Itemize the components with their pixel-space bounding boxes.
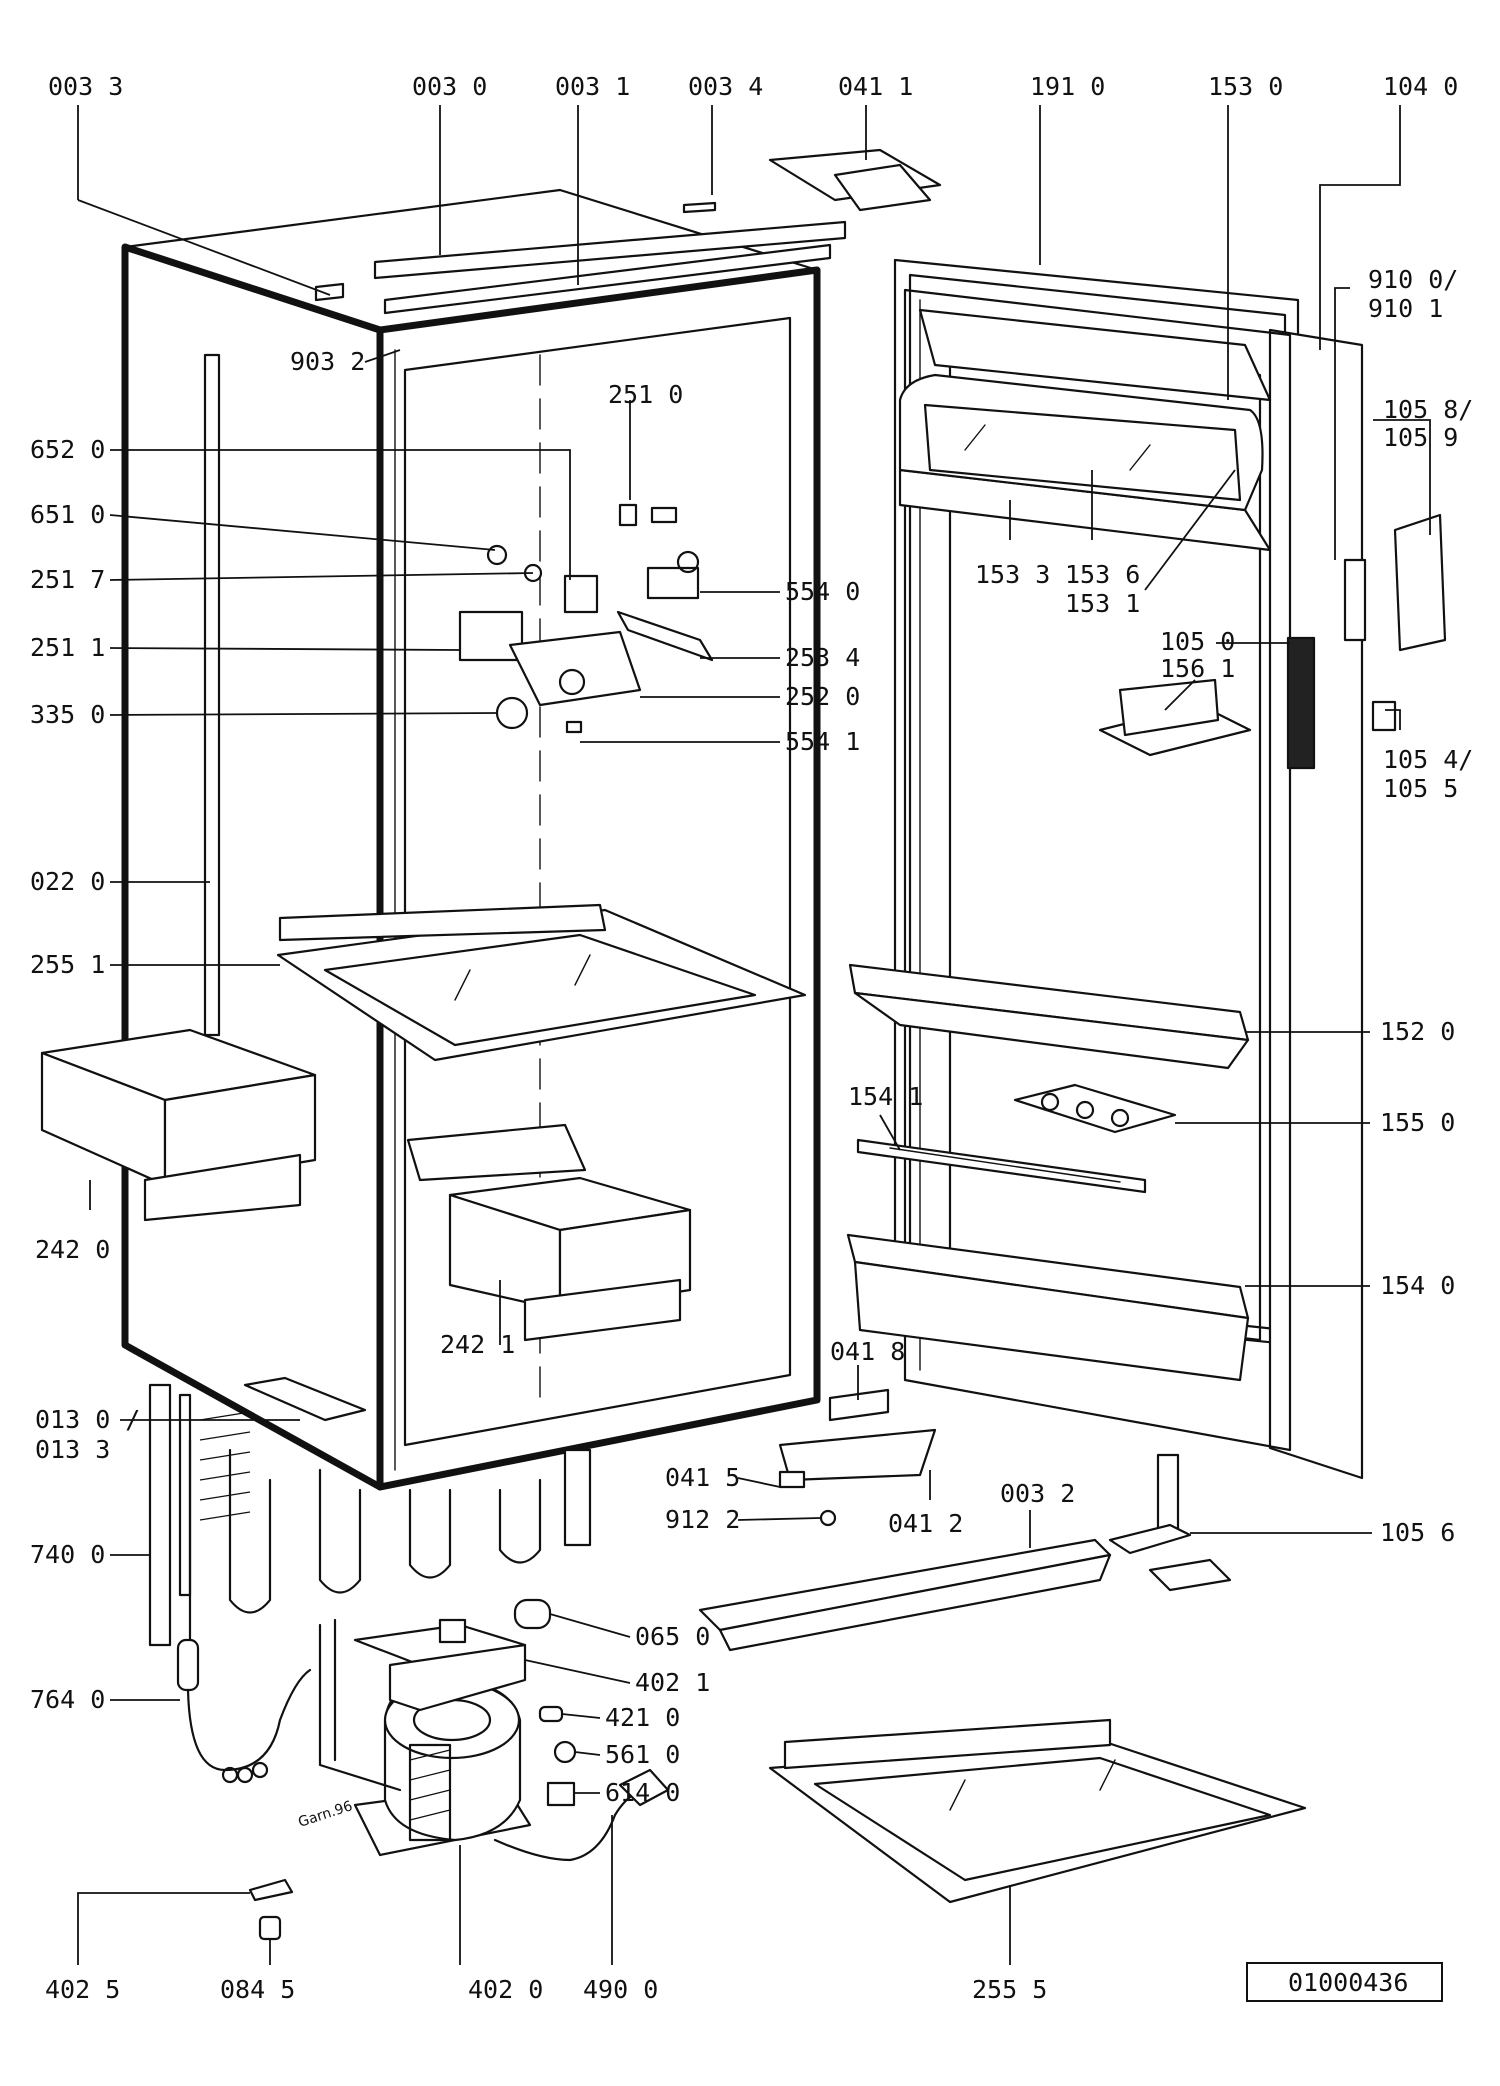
label-191-0: 191 0 <box>1030 72 1105 101</box>
label-251-0: 251 0 <box>608 380 683 409</box>
bottom-bracket <box>243 1376 367 1422</box>
label-402-0: 402 0 <box>468 1975 543 2004</box>
upper-hinge <box>768 148 942 212</box>
door-handle-strip <box>1286 636 1316 770</box>
document-id-box: 01000436 <box>1246 1962 1443 2002</box>
crisper-drawer-inner <box>406 1123 692 1342</box>
part-number-labels: 003 3 003 0 003 1 003 4 041 1 191 0 153 … <box>30 72 1473 2004</box>
label-065-0: 065 0 <box>635 1622 710 1651</box>
label-105-0: 105 0 <box>1160 627 1235 656</box>
label-903-2: 903 2 <box>290 347 365 376</box>
document-id: 01000436 <box>1288 1968 1408 1997</box>
small-fasteners <box>248 1878 294 1941</box>
label-041-5: 041 5 <box>665 1463 740 1492</box>
label-910-1: 910 1 <box>1368 294 1443 323</box>
power-cable-plug <box>493 1768 670 1862</box>
door-bottle-rack <box>856 1138 1147 1194</box>
door-dairy-compartment <box>898 308 1272 552</box>
label-105-4: 105 4/ <box>1383 745 1473 774</box>
label-003-3: 003 3 <box>48 72 123 101</box>
leader-lines <box>77 105 1431 1965</box>
label-154-1: 154 1 <box>848 1082 923 1111</box>
bottom-hinge-pin <box>1108 1453 1232 1592</box>
label-421-0: 421 0 <box>605 1703 680 1732</box>
label-251-7: 251 7 <box>30 565 105 594</box>
crisper-drawer-outer <box>40 1028 317 1222</box>
cabinet-body <box>121 188 821 1491</box>
label-335-0: 335 0 <box>30 700 105 729</box>
label-084-5: 084 5 <box>220 1975 295 2004</box>
label-153-6: 153 6 <box>1065 560 1140 589</box>
label-041-8: 041 8 <box>830 1337 905 1366</box>
glass-shelf-lower <box>768 1718 1307 1904</box>
condenser-coil <box>148 1383 592 1647</box>
label-152-0: 152 0 <box>1380 1017 1455 1046</box>
compressor-mount-bracket <box>353 1618 527 1712</box>
label-554-0: 554 0 <box>785 577 860 606</box>
label-153-1: 153 1 <box>1065 589 1140 618</box>
label-764-0: 764 0 <box>30 1685 105 1714</box>
label-013-0: 013 0 / <box>35 1405 140 1434</box>
left-side-rail <box>203 353 221 1037</box>
label-252-0: 252 0 <box>785 682 860 711</box>
label-651-0: 651 0 <box>30 500 105 529</box>
glass-shelf-upper <box>276 903 807 1062</box>
label-402-5: 402 5 <box>45 1975 120 2004</box>
label-402-1: 402 1 <box>635 1668 710 1697</box>
label-041-2: 041 2 <box>888 1509 963 1538</box>
label-003-2: 003 2 <box>1000 1479 1075 1508</box>
temperature-sensor-tube <box>176 1438 312 1784</box>
label-554-1: 554 1 <box>785 727 860 756</box>
label-153-0: 153 0 <box>1208 72 1283 101</box>
label-003-4: 003 4 <box>688 72 763 101</box>
label-105-8: 105 8/ <box>1383 395 1473 424</box>
cabinet-top-strips <box>314 201 847 315</box>
label-003-1: 003 1 <box>555 72 630 101</box>
label-154-0: 154 0 <box>1380 1271 1455 1300</box>
door-balcony-lower <box>846 1233 1250 1382</box>
label-105-9: 105 9 <box>1383 423 1458 452</box>
label-155-0: 155 0 <box>1380 1108 1455 1137</box>
label-740-0: 740 0 <box>30 1540 105 1569</box>
lower-hinge-assembly <box>778 1388 937 1527</box>
label-003-0: 003 0 <box>412 72 487 101</box>
label-652-0: 652 0 <box>30 435 105 464</box>
label-041-1: 041 1 <box>838 72 913 101</box>
label-104-0: 104 0 <box>1383 72 1458 101</box>
label-614-0: 614 0 <box>605 1778 680 1807</box>
label-156-1: 156 1 <box>1160 654 1235 683</box>
thermostat-assembly <box>458 503 714 734</box>
label-022-0: 022 0 <box>30 867 105 896</box>
butter-dish <box>1098 678 1252 757</box>
label-255-5: 255 5 <box>972 1975 1047 2004</box>
label-253-4: 253 4 <box>785 643 860 672</box>
door-hinge-small <box>1371 700 1397 732</box>
egg-tray <box>1013 1083 1177 1134</box>
label-013-3: 013 3 <box>35 1435 110 1464</box>
door-balcony-upper <box>848 963 1250 1070</box>
label-561-0: 561 0 <box>605 1740 680 1769</box>
door-hinge-upper <box>1343 513 1447 652</box>
label-105-5: 105 5 <box>1383 774 1458 803</box>
label-242-0: 242 0 <box>35 1235 110 1264</box>
base-plinth <box>698 1538 1112 1652</box>
label-153-3: 153 3 <box>975 560 1050 589</box>
label-490-0: 490 0 <box>583 1975 658 2004</box>
stamp-text: Garn.96 <box>296 1798 354 1831</box>
label-251-1: 251 1 <box>30 633 105 662</box>
start-relay-parts <box>513 1598 577 1807</box>
label-912-2: 912 2 <box>665 1505 740 1534</box>
label-255-1: 255 1 <box>30 950 105 979</box>
label-105-6: 105 6 <box>1380 1518 1455 1547</box>
label-910-0: 910 0/ <box>1368 265 1458 294</box>
label-242-1: 242 1 <box>440 1330 515 1359</box>
